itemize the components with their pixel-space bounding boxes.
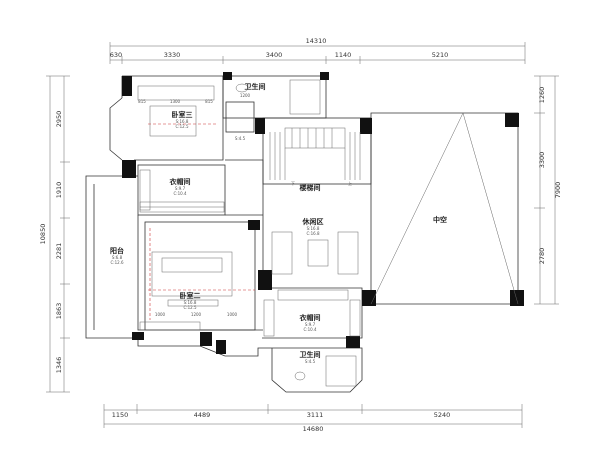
room-closet-bottom-sub: C:10.4 bbox=[303, 327, 317, 332]
room-balcony-area: S:6.8 bbox=[112, 255, 123, 260]
bottom-dim-1: 1150 bbox=[112, 411, 129, 419]
room-void-label: 中空 bbox=[433, 215, 447, 224]
room-stair-label: 楼梯间 bbox=[300, 183, 321, 192]
stair-up-label: 上 bbox=[348, 180, 352, 186]
room-labels: 卧室三 S:16.8 C:12.5 卫生间 S:4.5 衣帽间 S:9.7 C:… bbox=[110, 82, 447, 364]
left-total-dim: 10850 bbox=[39, 224, 47, 245]
red-guide-lines bbox=[148, 123, 255, 320]
void-diagonal bbox=[370, 112, 519, 305]
left-dim-4: 1863 bbox=[55, 303, 63, 320]
top-dim-2: 3330 bbox=[164, 51, 181, 59]
room-closet-top-label: 衣帽间 bbox=[170, 177, 191, 186]
room-family-area: S:16.8 bbox=[307, 226, 320, 231]
room-bedroom2-area: S:16.8 bbox=[184, 300, 197, 305]
window-w1: 815 bbox=[138, 99, 146, 104]
stair-down-label: 下 bbox=[291, 181, 295, 186]
right-dim-3: 2780 bbox=[538, 248, 546, 265]
closet-rails bbox=[139, 169, 361, 337]
right-dim-2: 3300 bbox=[538, 152, 546, 169]
room-balcony-label: 阳台 bbox=[110, 246, 124, 255]
top-dim-1: 630 bbox=[110, 51, 122, 59]
room-closet-bottom-label: 衣帽间 bbox=[300, 313, 321, 322]
room-closet-top-area: S:9.7 bbox=[175, 186, 186, 191]
misc-labels: 815 1300 815 1200 1000 1200 1000 bbox=[138, 93, 250, 317]
dim-d2: 1000 bbox=[155, 312, 166, 317]
room-bath-bottom-label: 卫生间 bbox=[300, 350, 321, 359]
left-dim-3: 2281 bbox=[55, 243, 63, 260]
bottom-total-dim: 14680 bbox=[303, 425, 324, 433]
window-w2: 1300 bbox=[170, 99, 181, 104]
dim-d3: 1200 bbox=[191, 312, 202, 317]
top-total-dim: 14310 bbox=[306, 37, 327, 45]
left-dimension-group: 10850 2950 1910 2281 1863 1346 bbox=[39, 75, 70, 393]
bottom-dim-4: 5240 bbox=[434, 411, 451, 419]
left-dim-5: 1346 bbox=[55, 357, 63, 374]
left-dim-2: 1910 bbox=[55, 182, 63, 199]
bottom-dimension-group: 1150 4489 3111 5240 14680 bbox=[103, 404, 523, 433]
top-dim-3: 3400 bbox=[266, 51, 283, 59]
wall-columns bbox=[122, 72, 524, 354]
room-bedroom3-area: S:16.8 bbox=[176, 119, 189, 124]
room-bath-bottom-area: S:4.5 bbox=[305, 359, 316, 364]
bottom-dim-2: 4489 bbox=[194, 411, 211, 419]
room-closet-bottom-area: S:9.7 bbox=[305, 322, 316, 327]
room-bedroom3-label: 卧室三 bbox=[172, 110, 193, 119]
right-dimension-group: 1260 3300 2780 7900 bbox=[534, 75, 562, 305]
room-bedroom2-sub: C:12.5 bbox=[183, 305, 197, 310]
room-bedroom3-sub: C:12.5 bbox=[175, 124, 189, 129]
stair-treads bbox=[269, 127, 361, 180]
top-dim-4: 1140 bbox=[335, 51, 352, 59]
room-family-label: 休闲区 bbox=[302, 217, 324, 226]
room-closet-top-sub: C:10.4 bbox=[173, 191, 187, 196]
room-bedroom2-label: 卧室二 bbox=[180, 291, 201, 300]
top-dimension-group: 14310 630 3330 3400 1140 5210 bbox=[109, 37, 526, 64]
room-bath-top-area: S:4.5 bbox=[235, 136, 246, 141]
room-balcony-sub: C:12.6 bbox=[110, 260, 124, 265]
right-total-dim: 7900 bbox=[554, 182, 562, 199]
walls-outline bbox=[85, 75, 519, 393]
room-family-sub: C:16.8 bbox=[306, 231, 320, 236]
furniture bbox=[137, 79, 359, 387]
right-dim-1: 1260 bbox=[538, 87, 546, 104]
bottom-dim-3: 3111 bbox=[307, 411, 324, 419]
dim-d4: 1000 bbox=[227, 312, 238, 317]
window-w3: 815 bbox=[205, 99, 213, 104]
dim-d1: 1200 bbox=[240, 93, 251, 98]
top-dim-5: 5210 bbox=[432, 51, 449, 59]
room-bath-top-label: 卫生间 bbox=[245, 82, 266, 91]
left-dim-1: 2950 bbox=[55, 111, 63, 128]
